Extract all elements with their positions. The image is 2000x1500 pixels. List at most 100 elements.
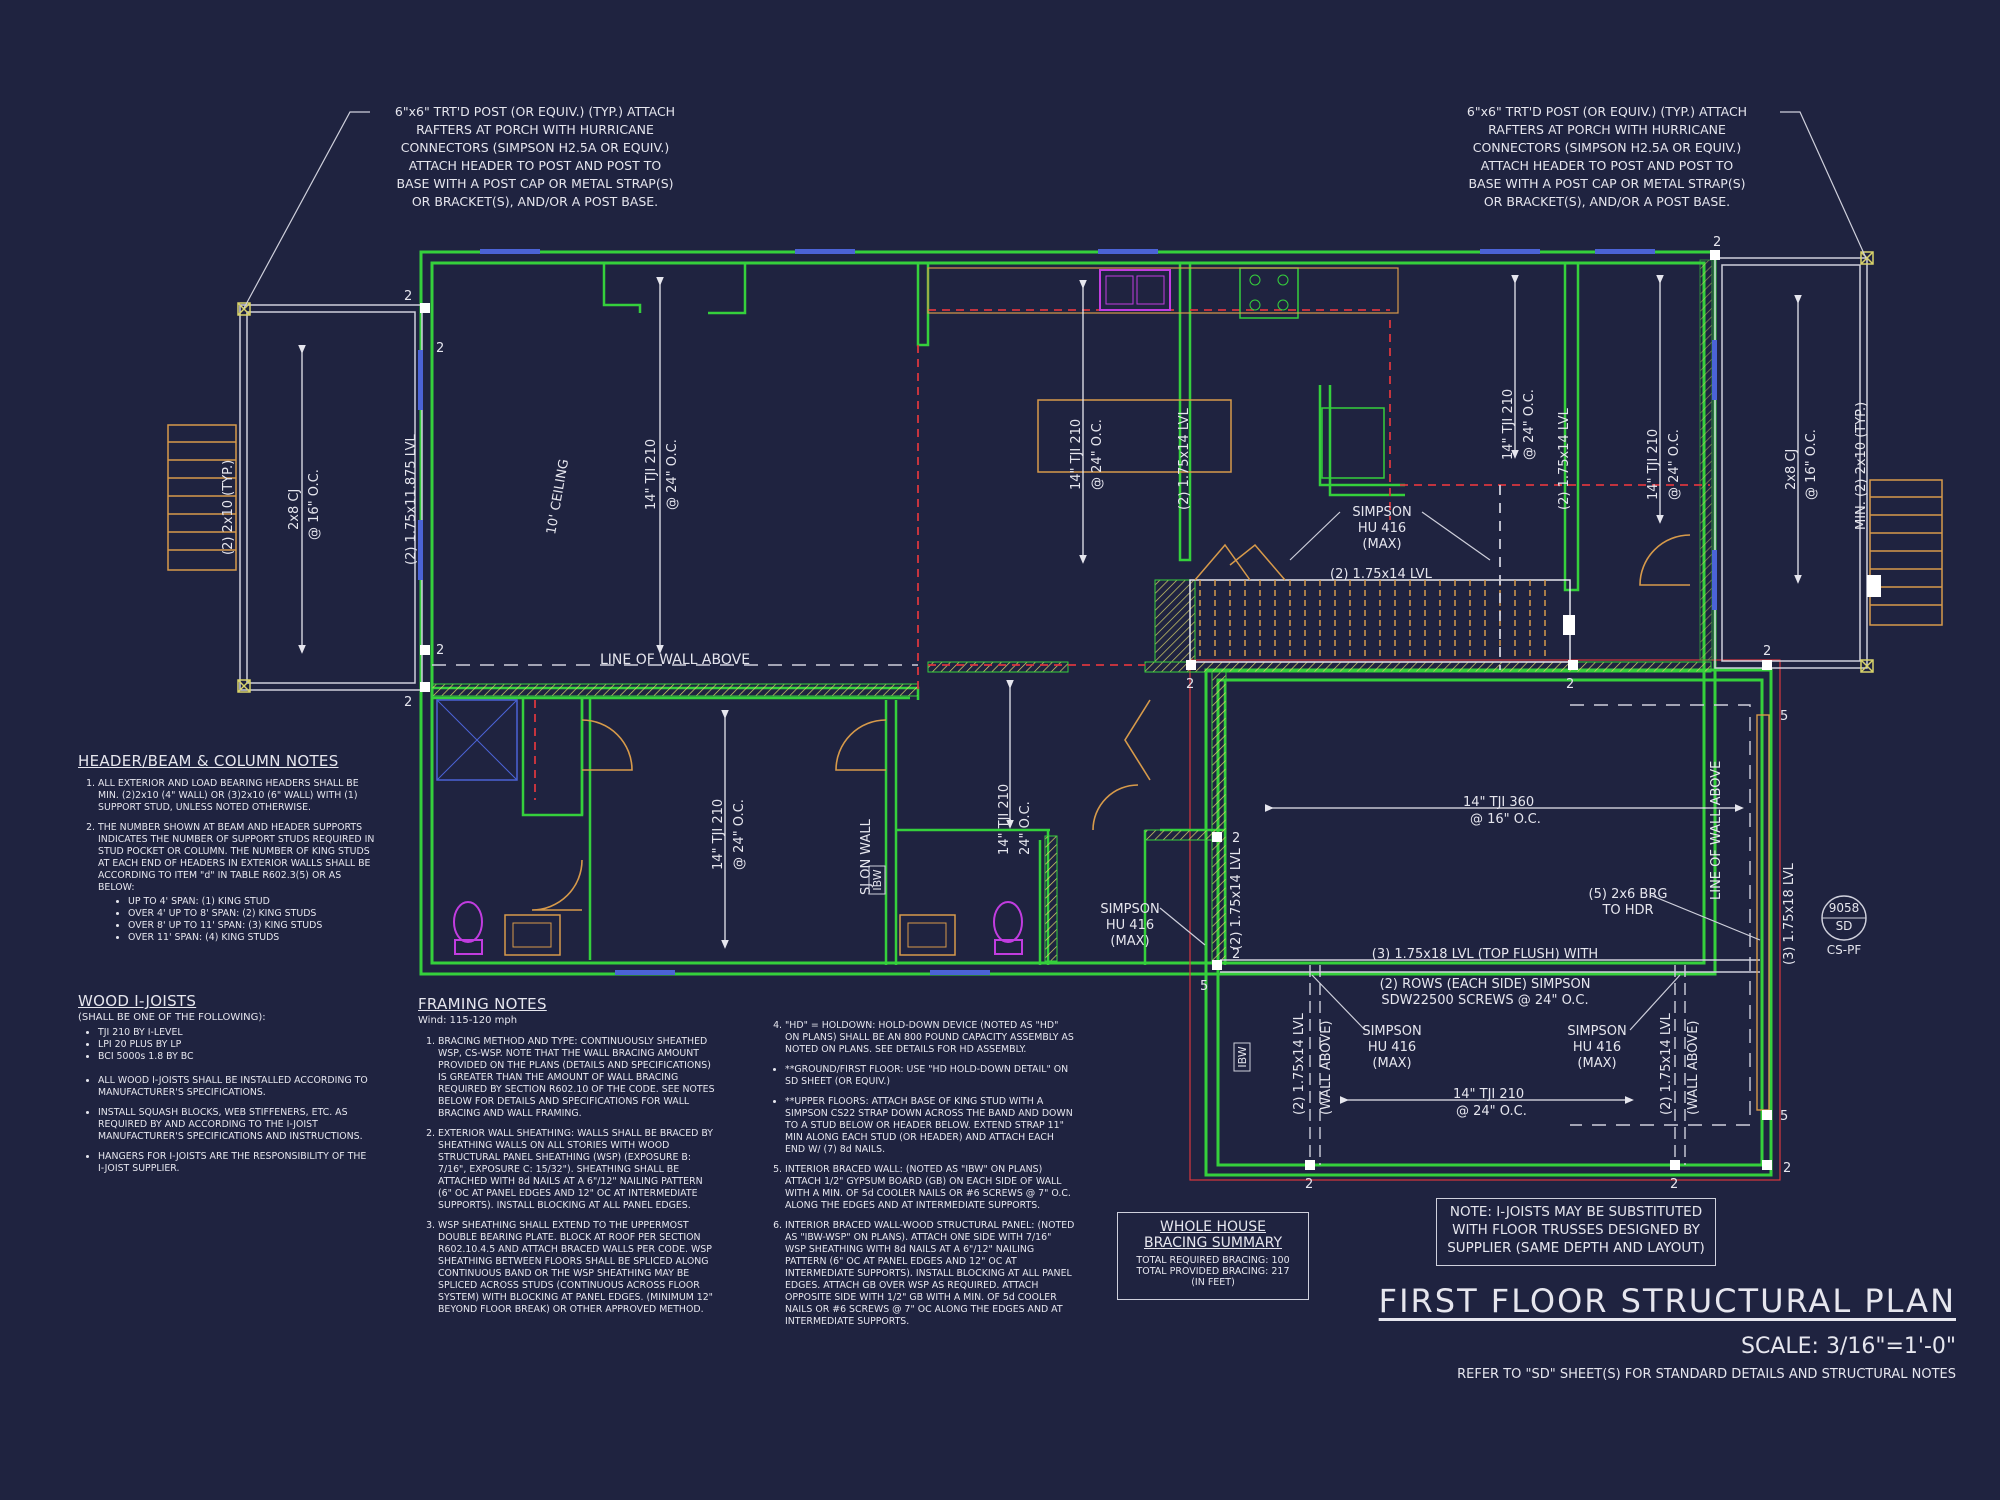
svg-text:5: 5 [1780, 709, 1788, 724]
cj-left-b: @ 16" O.C. [307, 469, 322, 540]
plan-reference: REFER TO "SD" SHEET(S) FOR STANDARD DETA… [1457, 1367, 1956, 1382]
line-of-wall-above-label: LINE OF WALL ABOVE [600, 652, 750, 668]
ijoist-subtitle: (SHALL BE ONE OF THE FOLLOWING): [78, 1012, 266, 1023]
svg-text:2: 2 [404, 695, 412, 710]
svg-text:2: 2 [1783, 1161, 1791, 1176]
joist-main-b: @ 24" O.C. [665, 439, 680, 510]
svg-text:5: 5 [1200, 979, 1208, 994]
door-swings [531, 534, 1691, 911]
svg-text:2: 2 [1566, 677, 1574, 692]
hd-callout: 9058 SD CS-PF [1821, 895, 1867, 957]
svg-text:2: 2 [1305, 1177, 1313, 1192]
stairs [1189, 543, 1571, 663]
wall-above-lines [432, 664, 1751, 1126]
bracing-title-1: WHOLE HOUSE [1159, 1219, 1266, 1235]
lvl-hall: (2) 1.75x14 LVL [1229, 847, 1244, 950]
windows [418, 249, 1717, 975]
post-count-labels: 2 2 2 2 2 2 2 2 2 2 5 5 5 2 2 2 [404, 235, 1791, 1192]
bracing-summary-box: WHOLE HOUSE BRACING SUMMARY TOTAL REQUIR… [1117, 1212, 1309, 1300]
ceiling-label: 10' CEILING [544, 458, 572, 536]
bracing-required: TOTAL REQUIRED BRACING: 100 [1136, 1255, 1290, 1266]
kitchen-fixtures [927, 267, 1399, 479]
joist-arrows [298, 274, 1802, 1104]
post-callout-right: 6"x6" TRT'D POST (OR EQUIV.) (TYP.) ATTA… [1466, 104, 1748, 209]
joist-bed-a: 14" TJI 210 [711, 799, 726, 870]
plan-title: FIRST FLOOR STRUCTURAL PLAN [1378, 1282, 1956, 1320]
ibw-tag-2: IBW [1236, 1046, 1249, 1067]
simpson-4-c: (MAX) [1577, 1056, 1616, 1071]
simpson-1-a: SIMPSON [1352, 505, 1411, 520]
truss-note-box: NOTE: I-JOISTS MAY BE SUBSTITUTED WITH F… [1436, 1198, 1716, 1266]
lvl-garage-b2: (WALL ABOVE) [1686, 1021, 1701, 1116]
simpson-4-b: HU 416 [1573, 1040, 1621, 1055]
simpson-2-a: SIMPSON [1100, 902, 1159, 917]
cj-left-a: 2x8 CJ [287, 489, 302, 530]
cj-right-a: 2x8 CJ [1784, 449, 1799, 490]
svg-text:2: 2 [1713, 235, 1721, 250]
brg-b: TO HDR [1601, 903, 1653, 918]
porch-posts [237, 251, 1874, 693]
svg-text:2: 2 [1232, 947, 1240, 962]
simpson-4-a: SIMPSON [1567, 1024, 1626, 1039]
line-of-wall-above-v: LINE OF WALL ABOVE [1709, 761, 1724, 900]
bracing-provided: TOTAL PROVIDED BRACING: 217 [1136, 1266, 1290, 1277]
bracing-title-2: BRACING SUMMARY [1143, 1235, 1283, 1251]
simpson-3-b: HU 416 [1368, 1040, 1416, 1055]
header-note-1: ALL EXTERIOR AND LOAD BEARING HEADERS SH… [98, 778, 378, 814]
joist-garage-b: @ 16" O.C. [1470, 812, 1541, 827]
interior-walls [432, 263, 1580, 965]
header-beam-notes: HEADER/BEAM & COLUMN NOTES ALL EXTERIOR … [78, 752, 378, 952]
sj-on-wall: SJ ON WALL [859, 818, 874, 895]
garage-beam-a: (3) 1.75x18 LVL (TOP FLUSH) WITH [1372, 947, 1598, 962]
framing-wind: Wind: 115-120 mph [418, 1015, 518, 1026]
joist-bath-b: 24" O.C. [1018, 801, 1033, 855]
ibw-tag-1: IBW [871, 869, 884, 890]
joist-right-b: @ 24" O.C. [1667, 429, 1682, 500]
header-note-2: THE NUMBER SHOWN AT BEAM AND HEADER SUPP… [98, 822, 378, 944]
joist-bath-a: 14" TJI 210 [997, 784, 1012, 855]
bracing-units: (IN FEET) [1191, 1277, 1235, 1288]
joist-bed-b: @ 24" O.C. [732, 799, 747, 870]
svg-text:2: 2 [404, 289, 412, 304]
hatched-walls [431, 259, 1713, 963]
joist-kitchen-b: @ 24" O.C. [1090, 419, 1105, 490]
brg-a: (5) 2x6 BRG [1589, 887, 1668, 902]
framing-title: FRAMING NOTES [418, 995, 547, 1013]
lvl-garage-a2: (WALL ABOVE) [1319, 1021, 1334, 1116]
cj-right-b: @ 16" O.C. [1804, 429, 1819, 500]
lvl-garage-b1: (2) 1.75x14 LVL [1659, 1012, 1674, 1115]
porches [167, 257, 1943, 691]
simpson-1-b: HU 416 [1358, 521, 1406, 536]
joist-garage-a: 14" TJI 360 [1463, 795, 1534, 810]
lvl-garage-a1: (2) 1.75x14 LVL [1292, 1012, 1307, 1115]
dashed-beams [534, 309, 1710, 800]
joist-family-b: @ 24" O.C. [1522, 389, 1537, 460]
post-callout-left: 6"x6" TRT'D POST (OR EQUIV.) (TYP.) ATTA… [394, 104, 676, 209]
header-notes-title: HEADER/BEAM & COLUMN NOTES [78, 752, 339, 770]
title-block: FIRST FLOOR STRUCTURAL PLAN SCALE: 3/16"… [1379, 1282, 1956, 1382]
joist-garage-low-b: @ 24" O.C. [1456, 1104, 1527, 1119]
hd-sheet: SD [1836, 919, 1853, 933]
svg-text:2: 2 [436, 643, 444, 658]
simpson-2-b: HU 416 [1106, 918, 1154, 933]
garage-beam-c: SDW22500 SCREWS @ 24" O.C. [1381, 993, 1588, 1008]
hd-type: CS-PF [1827, 943, 1862, 957]
lvl-garage-right: (3) 1.75x18 LVL [1782, 862, 1797, 965]
lvl-kitchen: (2) 1.75x14 LVL [1177, 407, 1192, 510]
post-markers [420, 250, 1881, 1170]
svg-text:5: 5 [1780, 1109, 1788, 1124]
joist-main-a: 14" TJI 210 [644, 439, 659, 510]
lvl-stair: (2) 1.75x14 LVL [1330, 567, 1433, 582]
simpson-3-a: SIMPSON [1362, 1024, 1421, 1039]
porch-right-joist: MIN. (2) 2x10 (TYP.) [1854, 402, 1869, 530]
svg-text:2: 2 [436, 341, 444, 356]
lvl-right: (2) 1.75x14 LVL [1557, 407, 1572, 510]
joist-family-a: 14" TJI 210 [1501, 389, 1516, 460]
wood-ijoist-notes: WOOD I-JOISTS (SHALL BE ONE OF THE FOLLO… [78, 992, 368, 1183]
ijoist-title: WOOD I-JOISTS [78, 992, 197, 1010]
framing-notes-cont: "HD" = HOLDOWN: HOLD-DOWN DEVICE (NOTED … [765, 1020, 1075, 1336]
simpson-1-c: (MAX) [1362, 537, 1401, 552]
leader-lines [243, 111, 1867, 1031]
bath-fixtures [436, 699, 1023, 956]
svg-text:2: 2 [1232, 831, 1240, 846]
